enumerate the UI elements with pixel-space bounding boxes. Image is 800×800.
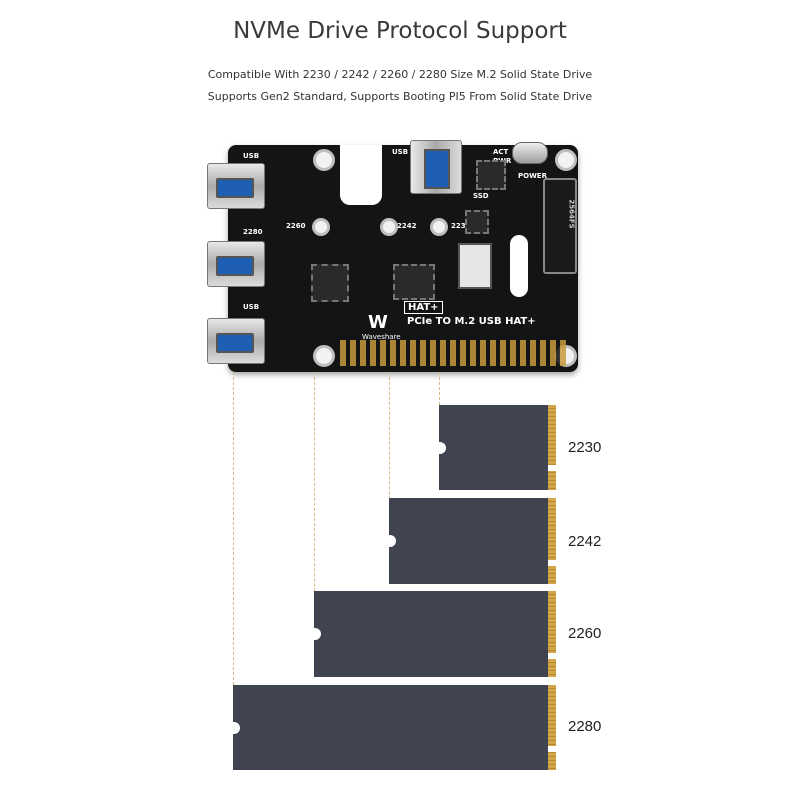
size-label-2242: 2242: [568, 533, 602, 550]
ssd-2280: [232, 685, 556, 770]
label-2280-left: 2280: [243, 228, 263, 236]
mount-hole-top-left: [313, 149, 335, 171]
key-notch: [548, 560, 556, 566]
usb-port-top: [410, 140, 462, 194]
mount-hole-top-right: [555, 149, 577, 171]
m2-slot-label: 2564FS: [567, 199, 576, 229]
hat-badge: HAT+: [404, 301, 443, 314]
usb-port-1: [207, 163, 265, 209]
power-chip: [476, 160, 506, 190]
guide-2280: [233, 372, 234, 770]
guide-2260: [314, 372, 315, 677]
pcie-switch-chip: [393, 264, 435, 300]
product-name: PCIe TO M.2 USB HAT+: [407, 316, 536, 327]
gold-contacts: [548, 498, 556, 584]
pcie-ffc-connector: [458, 243, 492, 289]
usb-label-top: USB: [392, 148, 409, 156]
standoff-2230: [430, 218, 448, 236]
hole-label-2260: 2260: [286, 222, 306, 230]
hole-label-2230: 2230: [451, 222, 471, 230]
key-notch: [548, 465, 556, 471]
standoff-2260: [312, 218, 330, 236]
gold-contacts: [548, 685, 556, 770]
gold-contacts: [548, 405, 556, 490]
ssd-notch: [313, 628, 321, 640]
usb-label-3: USB: [243, 303, 260, 311]
guide-2242: [389, 372, 390, 584]
gold-contacts: [548, 591, 556, 677]
gpio-header: [340, 340, 566, 366]
key-notch: [548, 746, 556, 752]
subtitle-compatibility: Compatible With 2230 / 2242 / 2260 / 228…: [207, 68, 593, 81]
waveshare-logo: W: [368, 312, 388, 333]
size-label-2260: 2260: [568, 625, 602, 642]
usb-port-2: [207, 241, 265, 287]
usb-hub-chip: [311, 264, 349, 302]
mount-hole-bottom-left: [313, 345, 335, 367]
size-label-2280: 2280: [568, 718, 602, 735]
board-cutout: [340, 145, 382, 205]
brand-name: Waveshare: [362, 333, 401, 341]
power-header: [510, 235, 528, 297]
usb-c-power-port: [512, 142, 548, 164]
hole-label-2242: 2242: [397, 222, 417, 230]
ssd-notch: [232, 721, 240, 734]
subtitle-gen2: Supports Gen2 Standard, Supports Booting…: [207, 90, 593, 103]
act-label: ACT: [493, 148, 509, 156]
inductor: [465, 210, 489, 234]
standoff-2242: [380, 218, 398, 236]
ssd-2260: [313, 591, 556, 677]
power-label: POWER: [518, 172, 547, 180]
usb-label-1: USB: [243, 152, 260, 160]
ssd-label: SSD: [473, 192, 489, 200]
ssd-2242: [388, 498, 556, 584]
ssd-notch: [438, 441, 446, 454]
usb-port-3: [207, 318, 265, 364]
ssd-notch: [388, 535, 396, 547]
page-title: NVMe Drive Protocol Support: [233, 18, 567, 44]
ssd-2230: [438, 405, 556, 490]
m2-slot: 2564FS: [543, 178, 577, 274]
key-notch: [548, 653, 556, 659]
size-label-2230: 2230: [568, 439, 602, 456]
